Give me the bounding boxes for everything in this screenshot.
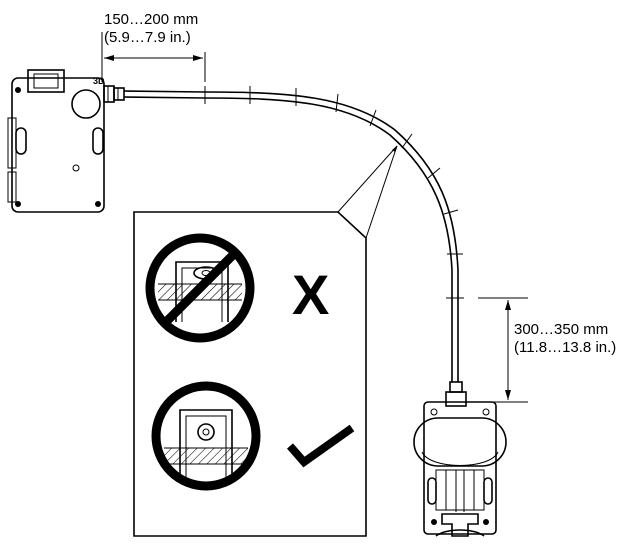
actuator-foot [435, 529, 485, 537]
cable-outer-top [123, 90, 459, 382]
cable-ties [204, 86, 464, 299]
actuator-slot-right [483, 477, 493, 505]
cable-tie [369, 109, 377, 127]
switch-side-rail-lower [7, 171, 17, 203]
cable-cross-section [197, 423, 215, 441]
actuator-device [413, 381, 507, 537]
cable-outer-bottom [123, 96, 453, 382]
cable-tie [401, 133, 413, 149]
cable-core [202, 428, 210, 436]
approved-ring-icon [151, 381, 261, 491]
switch-mount-slot-right [92, 127, 104, 155]
switch-cable-gland [113, 87, 125, 101]
actuator-corner-dot [483, 519, 489, 525]
switch-screw [72, 164, 80, 172]
callout-leader-side [365, 145, 398, 239]
actuator-body [423, 401, 497, 535]
cable-tie-clamp [175, 261, 229, 322]
callout-leaders [337, 145, 398, 239]
cable-tie [427, 167, 441, 179]
switch-mount-slot-left [15, 127, 27, 155]
top-dimension-arrow-left [104, 55, 114, 61]
switch-indicator-lens [71, 89, 101, 119]
incorrect-installation: X [145, 233, 329, 343]
actuator-slot-left [427, 477, 437, 505]
detail-box-outline [133, 211, 367, 537]
switch-device: 3D [7, 69, 125, 213]
prohibition-slash [161, 249, 239, 327]
actuator-screw [482, 408, 490, 416]
actuator-gland-nut [445, 391, 467, 407]
right-dimension-metric: 300…350 mm [514, 321, 608, 338]
cable-tie-clamp [179, 409, 233, 478]
switch-marking: 3D [93, 76, 105, 86]
switch-actuator-head [27, 69, 65, 93]
correct-installation [151, 381, 355, 491]
actuator-housing-curve [421, 451, 499, 466]
right-dimension-arrow-bottom [505, 390, 511, 400]
cable-tie [443, 209, 459, 215]
cable [123, 86, 464, 382]
right-dimension-arrow-top [505, 300, 511, 310]
switch-corner-dot [15, 87, 21, 93]
actuator-tongue [441, 513, 479, 537]
cable-tie-clamp-inner [185, 415, 227, 478]
right-dimension-imperial: (11.8…13.8 in.) [514, 339, 616, 356]
actuator-frame [435, 469, 485, 511]
actuator-corner-dot [431, 519, 437, 525]
top-dimension-imperial: (5.9…7.9 in.) [104, 29, 191, 46]
top-dimension: 150…200 mm (5.9…7.9 in.) [101, 11, 206, 82]
actuator-cable-gland [449, 381, 463, 393]
right-dimension: 300…350 mm (11.8…13.8 in.) [478, 297, 616, 403]
switch-corner-dot [95, 201, 101, 207]
switch-corner-dot [15, 201, 21, 207]
callout-leader-tip [392, 146, 397, 152]
top-dimension-metric: 150…200 mm [104, 11, 198, 28]
incorrect-mark: X [292, 263, 329, 326]
actuator-screw [430, 408, 438, 416]
cable-tie [335, 93, 339, 113]
detail-callout-box: X [133, 211, 367, 537]
switch-actuator-slot [33, 73, 59, 89]
top-dimension-arrow-right [193, 55, 203, 61]
callout-leader-top [337, 145, 398, 213]
switch-cable-gland-nut [103, 85, 115, 103]
correct-tie-detail [164, 409, 248, 478]
check-mark-icon [286, 424, 355, 468]
hatched-surface [164, 448, 248, 464]
